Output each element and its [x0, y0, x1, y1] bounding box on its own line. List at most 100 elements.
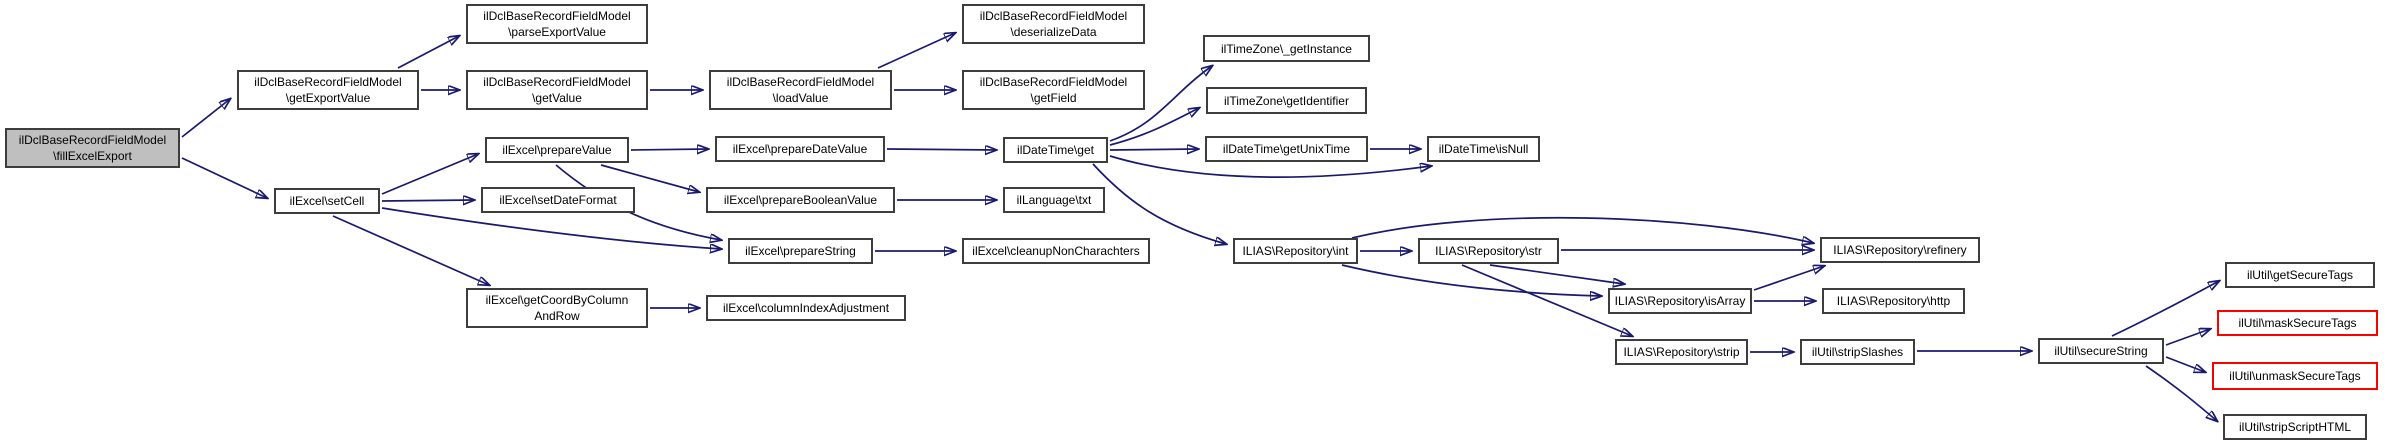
- node-label-line: \getValue: [532, 91, 582, 105]
- edge-prepare-value-to-prepare-date-value: [630, 149, 708, 150]
- node-label-line: ilTimeZone\getIdentifier: [1224, 93, 1349, 108]
- node-label-line: ilExcel\setCell: [289, 194, 365, 208]
- edge-repo-str-to-repo-is-array: [1489, 264, 1624, 284]
- node-datetime-get[interactable]: ilDateTime\get: [1003, 137, 1108, 163]
- node-label-line: ilExcel\getCoordByColumn: [485, 293, 629, 307]
- edge-datetime-get-to-timezone-get-identifier: [1109, 108, 1199, 146]
- node-label-line: ilDclBaseRecordFieldModel: [483, 75, 631, 89]
- node-label-line: ilDclBaseRecordFieldModel: [979, 9, 1128, 23]
- edge-set-cell-to-prepare-string: [381, 207, 721, 249]
- node-prepare-string[interactable]: ilExcel\prepareString: [728, 238, 873, 264]
- edge-fill-excel-export-to-set-cell: [181, 157, 267, 198]
- edge-repo-int-to-repo-is-array: [1341, 264, 1601, 296]
- node-prepare-date-value[interactable]: ilExcel\prepareDateValue: [715, 136, 885, 162]
- node-label-line: ILIAS\Repository\http: [1836, 294, 1951, 308]
- node-label-line: \fillExcelExport: [53, 149, 132, 163]
- edge-datetime-get-to-repo-int: [1092, 163, 1226, 244]
- node-label-line: ilDateTime\getUnixTime: [1222, 142, 1351, 156]
- node-label-line: ilUtil\stripSlashes: [1811, 345, 1904, 359]
- edge-fill-excel-export-to-get-export-value: [181, 99, 230, 138]
- node-repo-refinery[interactable]: ILIAS\Repository\refinery: [1820, 237, 1980, 263]
- edge-set-cell-to-get-coord-by-column-and-row: [332, 215, 489, 285]
- node-label-line: ilDateTime\get: [1017, 143, 1094, 157]
- edge-util-secure-string-to-util-unmask-secure-tags: [2165, 356, 2205, 372]
- node-set-date-format[interactable]: ilExcel\setDateFormat: [481, 187, 635, 213]
- edge-repo-str-to-repo-strip: [1461, 264, 1632, 336]
- node-label-line: ilUtil\maskSecureTags: [2238, 316, 2357, 330]
- node-label-line: \getExportValue: [285, 91, 371, 105]
- edge-prepare-date-value-to-datetime-get: [886, 149, 996, 150]
- node-label-line: \deserializeData: [1010, 25, 1097, 39]
- node-set-cell[interactable]: ilExcel\setCell: [274, 188, 380, 214]
- node-label-line: ilUtil\secureString: [2054, 344, 2148, 358]
- edge-datetime-get-to-timezone-get-instance: [1109, 66, 1212, 142]
- edge-set-cell-to-prepare-value: [381, 154, 478, 195]
- node-util-unmask-secure-tags[interactable]: ilUtil\unmaskSecureTags: [2212, 362, 2378, 390]
- node-label-line: ilDclBaseRecordFieldModel: [254, 75, 402, 89]
- node-prepare-boolean-value[interactable]: ilExcel\prepareBooleanValue: [706, 187, 895, 213]
- node-label-line: ILIAS\Repository\str: [1435, 244, 1542, 258]
- edge-datetime-get-to-datetime-is-null: [1109, 155, 1431, 178]
- node-label-line: ilExcel\columnIndexAdjustment: [722, 301, 890, 315]
- node-repo-int[interactable]: ILIAS\Repository\int: [1233, 238, 1358, 264]
- node-repo-http[interactable]: ILIAS\Repository\http: [1822, 288, 1965, 314]
- edge-get-export-value-to-parse-export-value: [397, 36, 459, 69]
- node-fill-excel-export[interactable]: ilDclBaseRecordFieldModel \fillExcelExpor…: [5, 128, 180, 168]
- edge-load-value-to-deserialize-data: [877, 33, 955, 69]
- node-label-line: AndRow: [534, 309, 580, 323]
- node-label-line: ilExcel\cleanupNonCharachters: [972, 244, 1140, 258]
- edge-prepare-value-to-prepare-boolean-value: [600, 164, 699, 192]
- node-label-line: ilExcel\prepareValue: [502, 143, 612, 157]
- node-label-line: ilLanguage\txt: [1016, 193, 1092, 207]
- edge-util-secure-string-to-util-get-secure-tags: [2111, 281, 2219, 337]
- node-util-mask-secure-tags[interactable]: ilUtil\maskSecureTags: [2217, 310, 2378, 336]
- node-label-line: ILIAS\Repository\isArray: [1614, 294, 1746, 308]
- edge-util-secure-string-to-util-mask-secure-tags: [2165, 329, 2210, 346]
- node-label-line: ILIAS\Repository\int: [1242, 244, 1349, 258]
- edge-repo-int-to-repo-refinery: [1351, 216, 1813, 243]
- node-label-line: ILIAS\Repository\refinery: [1833, 243, 1967, 257]
- node-timezone-get-identifier[interactable]: ilTimeZone\getIdentifier: [1206, 87, 1367, 114]
- node-label-line: ilDclBaseRecordFieldModel: [18, 133, 167, 147]
- node-repo-str[interactable]: ILIAS\Repository\str: [1418, 238, 1559, 264]
- node-util-secure-string[interactable]: ilUtil\secureString: [2038, 338, 2164, 364]
- node-load-value[interactable]: ilDclBaseRecordFieldModel \loadValue: [709, 70, 892, 110]
- node-timezone-get-instance[interactable]: ilTimeZone\_getInstance: [1203, 35, 1370, 62]
- node-label-line: ilExcel\prepareDateValue: [732, 142, 868, 156]
- node-label-line: ILIAS\Repository\strip: [1623, 345, 1740, 359]
- node-get-field[interactable]: ilDclBaseRecordFieldModel\getField: [962, 70, 1145, 110]
- node-get-export-value[interactable]: ilDclBaseRecordFieldModel \getExportValue: [237, 70, 419, 110]
- edge-util-secure-string-to-util-strip-script-html: [2145, 365, 2217, 421]
- edge-set-cell-to-set-date-format: [381, 200, 474, 201]
- node-label-line: ilExcel\prepareString: [745, 244, 856, 258]
- node-get-value[interactable]: ilDclBaseRecordFieldModel \getValue: [466, 70, 648, 110]
- node-label-line: ilUtil\stripScriptHTML: [2238, 420, 2351, 434]
- node-cleanup-non-charachters[interactable]: ilExcel\cleanupNonCharachters: [962, 238, 1150, 264]
- edge-repo-is-array-to-repo-refinery: [1753, 266, 1824, 291]
- node-parse-export-value[interactable]: ilDclBaseRecordFieldModel\parseExportVal…: [466, 4, 648, 44]
- node-label-line: ilDateTime\isNull: [1438, 142, 1529, 156]
- node-repo-strip[interactable]: ILIAS\Repository\strip: [1615, 339, 1748, 365]
- node-label-line: \parseExportValue: [508, 25, 606, 39]
- node-deserialize-data[interactable]: ilDclBaseRecordFieldModel \deserializeDat…: [962, 4, 1145, 44]
- node-repo-is-array[interactable]: ILIAS\Repository\isArray: [1608, 288, 1752, 314]
- node-util-strip-script-html[interactable]: ilUtil\stripScriptHTML: [2223, 414, 2367, 440]
- node-label-line: \getField: [1030, 91, 1077, 105]
- node-label-line: ilUtil\getSecureTags: [2246, 268, 2354, 282]
- node-prepare-value[interactable]: ilExcel\prepareValue: [485, 137, 629, 163]
- node-datetime-get-unix-time[interactable]: ilDateTime\getUnixTime: [1205, 136, 1368, 162]
- node-util-get-secure-tags[interactable]: ilUtil\getSecureTags: [2225, 262, 2375, 288]
- node-column-index-adjustment[interactable]: ilExcel\columnIndexAdjustment: [706, 295, 906, 321]
- node-label-line: ilExcel\prepareBooleanValue: [723, 193, 878, 207]
- node-label-line: ilDclBaseRecordFieldModel: [726, 75, 875, 89]
- node-language-txt[interactable]: ilLanguage\txt: [1003, 187, 1105, 213]
- node-datetime-is-null[interactable]: ilDateTime\isNull: [1427, 136, 1540, 162]
- node-label-line: ilTimeZone\_getInstance: [1221, 41, 1352, 56]
- node-util-strip-slashes[interactable]: ilUtil\stripSlashes: [1800, 339, 1915, 365]
- edge-datetime-get-to-datetime-get-unix-time: [1109, 149, 1198, 150]
- node-label-line: \loadValue: [772, 91, 829, 105]
- node-label-line: ilExcel\setDateFormat: [499, 193, 617, 207]
